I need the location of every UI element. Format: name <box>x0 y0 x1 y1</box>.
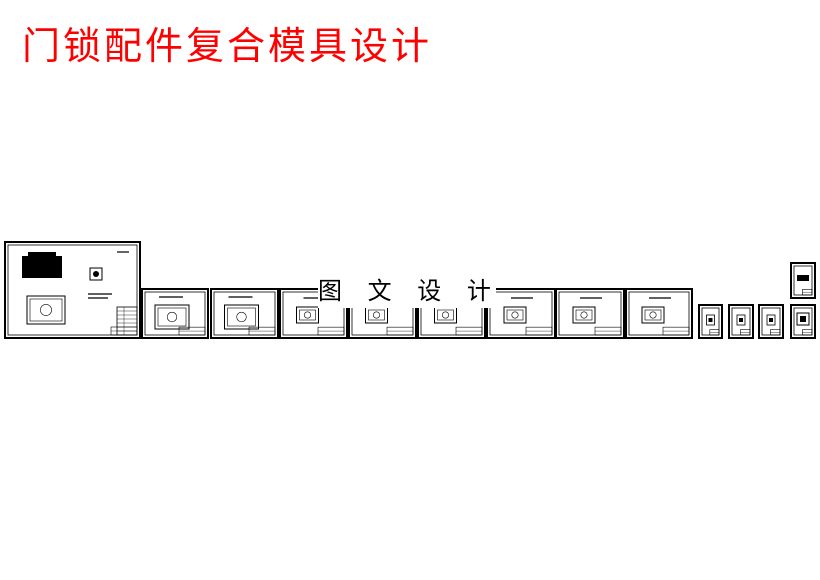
sheet-small-2 <box>728 304 754 339</box>
watermark-text: 图 文 设 计 <box>318 274 496 308</box>
main-title: 门锁配件复合模具设计 <box>22 24 433 68</box>
sheet-part-6 <box>486 288 556 339</box>
sheet-small-1 <box>698 304 723 339</box>
sheet-small-5 <box>790 304 816 339</box>
sheet-part-8 <box>625 288 693 339</box>
parts-list-table <box>116 306 138 336</box>
sheet-small-3 <box>758 304 784 339</box>
sheet-die-plate <box>141 288 209 339</box>
sheet-part-7 <box>555 288 625 339</box>
sheet-small-4 <box>790 262 816 299</box>
sheet-assembly <box>4 241 141 339</box>
sheet-punch-plate <box>210 288 279 339</box>
